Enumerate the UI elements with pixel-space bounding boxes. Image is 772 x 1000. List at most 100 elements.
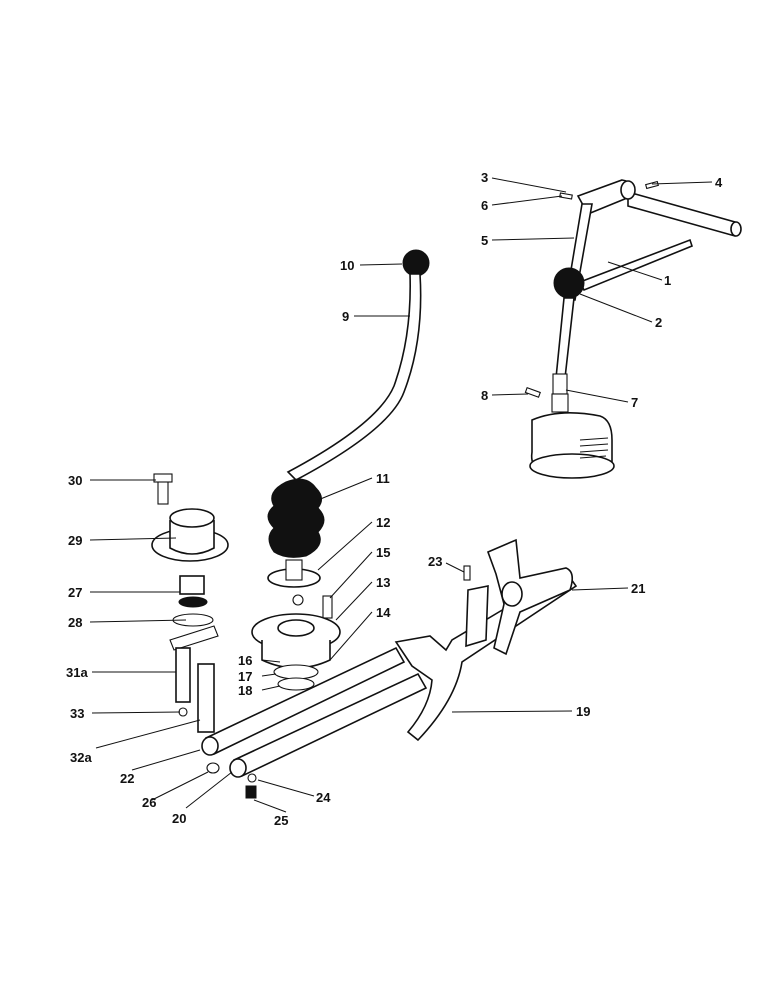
- washer-17: [273, 664, 319, 680]
- leader-29: [89, 537, 177, 541]
- lever-ball-seat: [292, 594, 304, 606]
- callout-19: 19: [576, 704, 590, 719]
- callout-5: 5: [481, 233, 488, 248]
- callout-13: 13: [376, 575, 390, 590]
- leader-3: [491, 177, 567, 193]
- cap-body: [169, 520, 215, 555]
- pin-6: [559, 192, 573, 200]
- callout-17: 17: [238, 669, 252, 684]
- leader-13: [335, 581, 373, 621]
- ball-33: [178, 707, 188, 717]
- leader-32a: [95, 719, 201, 749]
- callout-28: 28: [68, 615, 82, 630]
- housing-body: [261, 640, 331, 669]
- cap-top: [169, 508, 215, 528]
- callout-30: 30: [68, 473, 82, 488]
- pin-8: [524, 387, 541, 398]
- leader-10: [359, 263, 403, 266]
- callout-labels: 3 4 6 5 1 2 8 7 10 9 11 12 15 13 14 16 1…: [66, 170, 723, 828]
- fork-web: [465, 585, 489, 648]
- lever-housing-flange: [251, 595, 341, 691]
- callout-11: 11: [376, 471, 390, 486]
- leader-21: [571, 587, 629, 591]
- upper-linkage-assembly: [524, 179, 742, 479]
- selector-bracket-21: [486, 538, 574, 656]
- leader-33: [91, 711, 181, 714]
- callout-9: 9: [342, 309, 349, 324]
- cross-shaft: [627, 190, 740, 237]
- leader-6: [491, 195, 563, 206]
- rail-22-end: [201, 736, 219, 756]
- callout-26: 26: [142, 795, 156, 810]
- callout-32a: 32a: [70, 750, 92, 765]
- rod-32a: [197, 663, 215, 733]
- cross-rod: [578, 238, 693, 292]
- rod-coupling: [552, 373, 568, 395]
- rod-31a: [175, 647, 191, 703]
- selector-fork-19: [394, 570, 578, 742]
- leader-5: [491, 237, 575, 241]
- ball-24: [247, 773, 257, 783]
- leader-4: [651, 181, 713, 185]
- interlock-26: [206, 762, 220, 774]
- selector-rails: [201, 538, 578, 799]
- leader-12: [317, 521, 373, 571]
- callout-29: 29: [68, 533, 82, 548]
- leader-28: [89, 619, 187, 623]
- detent-spring: [178, 596, 208, 608]
- leader-20: [185, 771, 233, 809]
- lever-stem: [285, 559, 303, 581]
- callout-22: 22: [120, 771, 134, 786]
- leader-11: [317, 477, 373, 501]
- detent-block: [179, 575, 205, 595]
- callout-6: 6: [481, 198, 488, 213]
- nut-18: [277, 677, 315, 691]
- callout-23: 23: [428, 554, 442, 569]
- leader-19: [451, 710, 573, 713]
- callout-1: 1: [664, 273, 671, 288]
- callout-2: 2: [655, 315, 662, 330]
- pin-23: [463, 565, 471, 581]
- rail-20-end: [229, 758, 247, 778]
- screw-25: [245, 785, 257, 799]
- rod-end: [551, 393, 569, 413]
- housing-bore: [277, 619, 315, 637]
- leader-26: [151, 771, 209, 801]
- pin-4: [645, 180, 659, 190]
- callout-15: 15: [376, 545, 390, 560]
- callout-21: 21: [631, 581, 645, 596]
- callout-14: 14: [376, 605, 391, 620]
- callout-7: 7: [631, 395, 638, 410]
- leader-lines: [89, 177, 713, 813]
- bracket-boss: [620, 180, 636, 200]
- callout-12: 12: [376, 515, 390, 530]
- housing-base: [529, 453, 615, 479]
- callout-16: 16: [238, 653, 252, 668]
- callout-27: 27: [68, 585, 82, 600]
- rubber-boot: [267, 478, 325, 558]
- leader-8: [491, 393, 529, 396]
- ball-joint: [553, 267, 585, 299]
- lower-rod: [555, 297, 575, 379]
- leader-14: [329, 611, 373, 661]
- callout-4: 4: [715, 175, 723, 190]
- leader-16: [261, 659, 281, 663]
- gear-lever-assembly: [267, 249, 430, 606]
- bolt-30-head: [153, 473, 173, 483]
- callout-24: 24: [316, 790, 331, 805]
- gear-lever: [286, 273, 422, 481]
- detent-plate: [169, 625, 219, 651]
- callout-18: 18: [238, 683, 252, 698]
- leader-1: [607, 261, 663, 281]
- callout-3: 3: [481, 170, 488, 185]
- leader-7: [565, 389, 629, 403]
- leader-2: [579, 293, 653, 323]
- bolt-15: [322, 595, 333, 619]
- bracket-bore: [501, 581, 523, 607]
- leader-22: [131, 749, 201, 771]
- callout-8: 8: [481, 388, 488, 403]
- detent-assembly: [151, 473, 229, 733]
- callout-33: 33: [70, 706, 84, 721]
- gear-knob: [402, 249, 430, 277]
